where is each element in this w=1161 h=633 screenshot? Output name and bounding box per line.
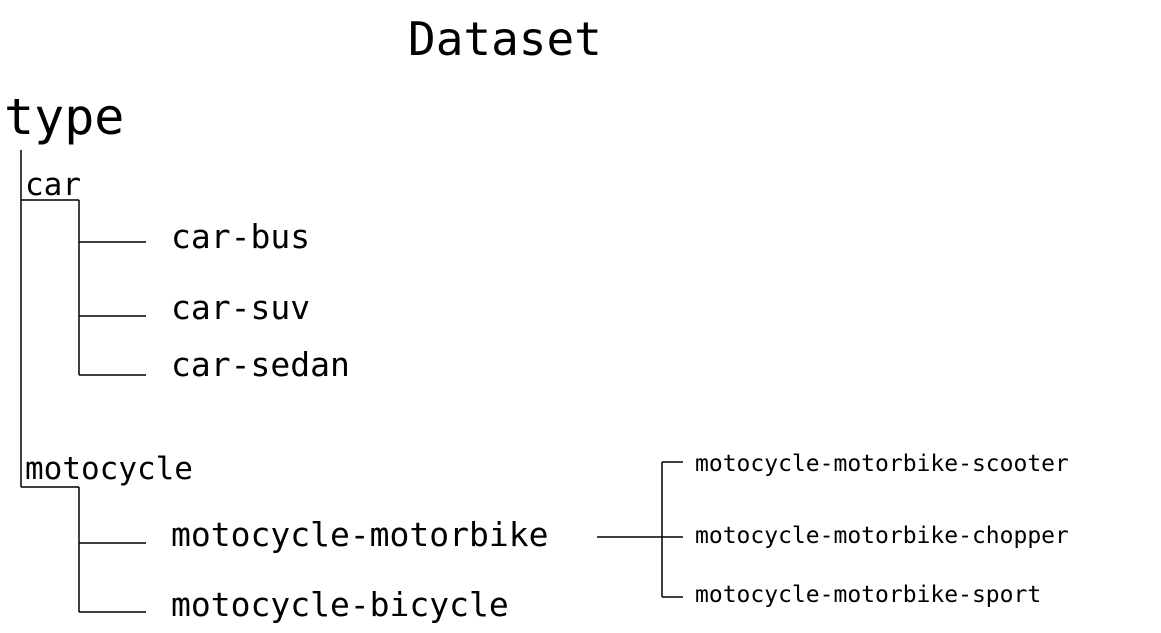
node-car-suv: car-suv — [171, 288, 311, 327]
node-motorbike-scooter: motocycle-motorbike-scooter — [695, 451, 1069, 477]
node-type: type — [4, 88, 125, 146]
node-car-bus: car-bus — [171, 217, 311, 256]
node-motocycle-bicycle: motocycle-bicycle — [171, 585, 509, 624]
diagram-title: Dataset — [408, 12, 602, 66]
node-car: car — [25, 167, 81, 203]
node-motocycle-motorbike: motocycle-motorbike — [171, 515, 549, 554]
node-motorbike-sport: motocycle-motorbike-sport — [695, 582, 1042, 608]
node-motocycle: motocycle — [25, 451, 193, 487]
node-motorbike-chopper: motocycle-motorbike-chopper — [695, 523, 1069, 549]
node-car-sedan: car-sedan — [171, 345, 350, 384]
